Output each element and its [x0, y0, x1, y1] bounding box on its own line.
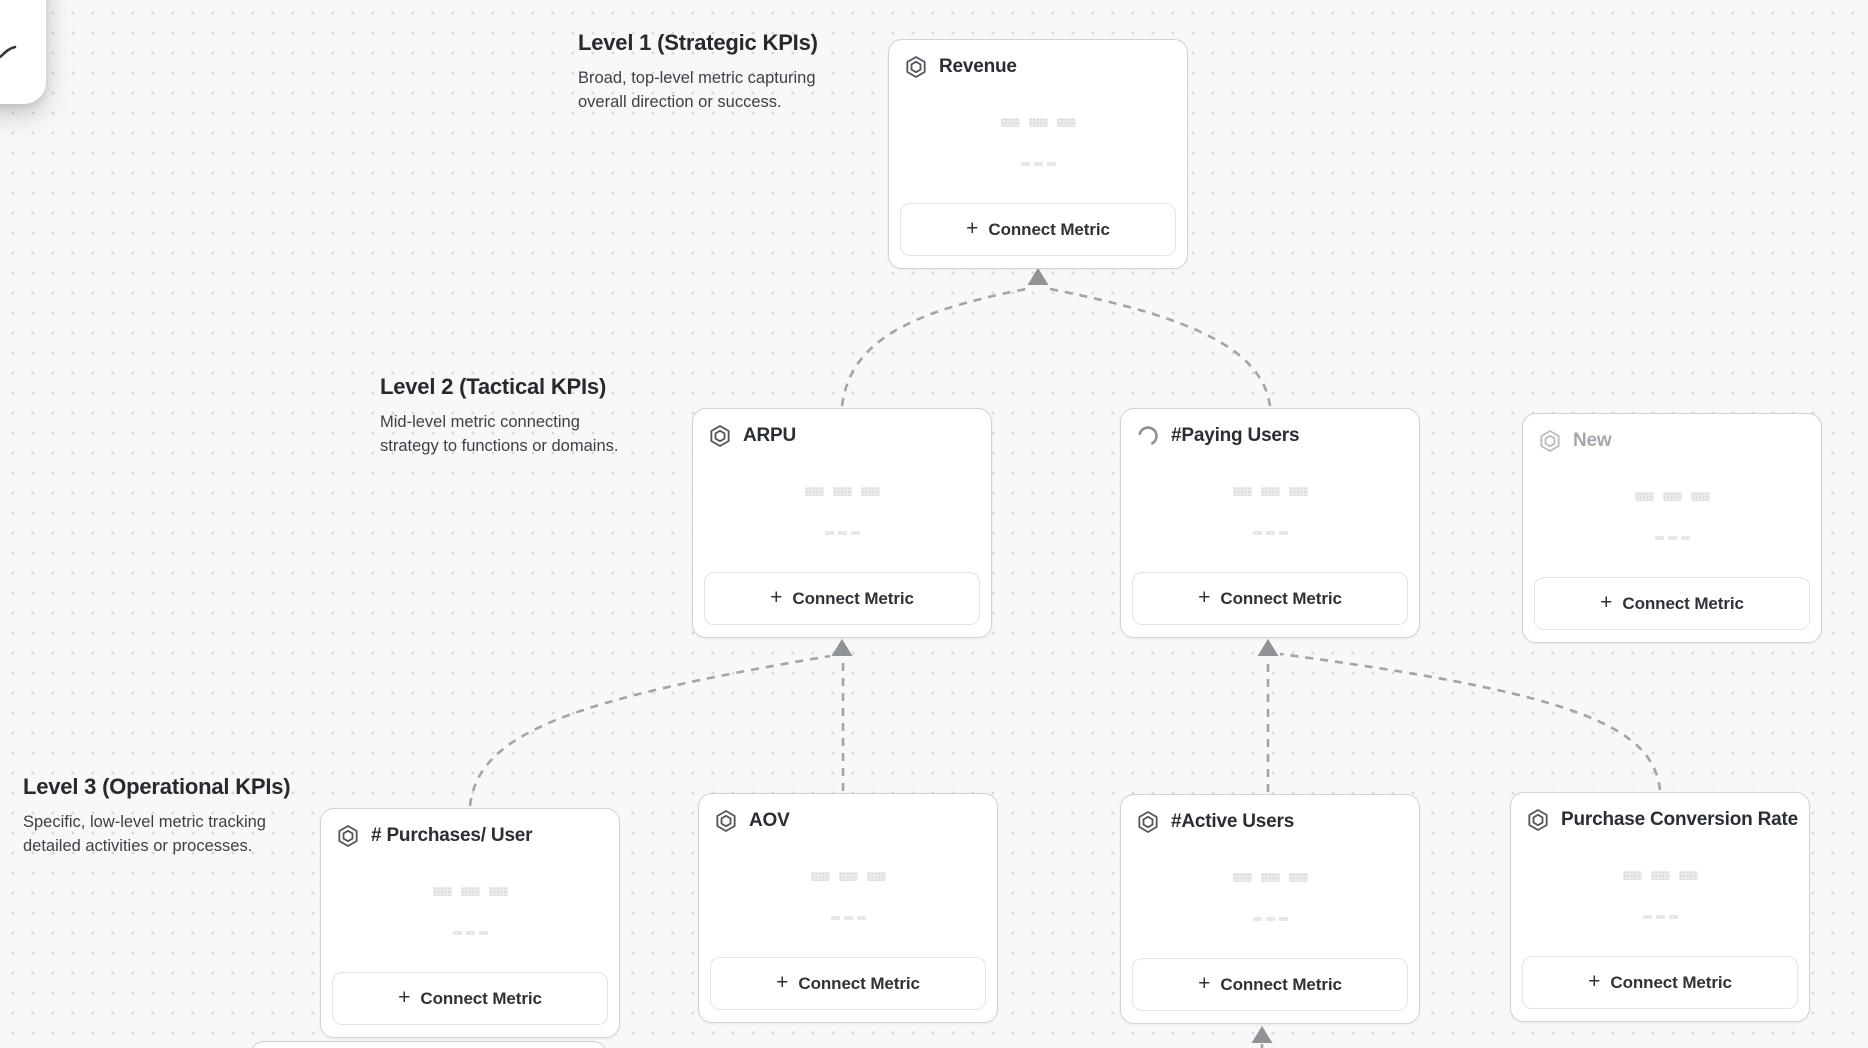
connect-metric-label: Connect Metric: [798, 973, 920, 993]
metric-card-paying-users[interactable]: #Paying Users + Connect Metric: [1120, 408, 1420, 638]
plus-icon: +: [1198, 586, 1211, 609]
metric-card-title: ARPU: [743, 425, 797, 446]
level-2-header: Level 2 (Tactical KPIs) Mid-level metric…: [380, 374, 628, 459]
skeleton-dash-row: [693, 531, 991, 535]
hexagon-icon: [338, 825, 358, 847]
skeleton-bar-row: [1121, 487, 1419, 496]
metric-card-active-users[interactable]: #Active Users + Connect Metric: [1120, 794, 1420, 1024]
skeleton-bar-row: [1523, 492, 1821, 501]
connect-metric-label: Connect Metric: [1610, 972, 1732, 992]
arrowhead-into-arpu: [831, 639, 853, 656]
skeleton-dash-row: [321, 931, 619, 935]
metric-card-arpu[interactable]: ARPU + Connect Metric: [692, 408, 992, 638]
connect-metric-button[interactable]: + Connect Metric: [1522, 956, 1798, 1009]
metric-card-partial[interactable]: [250, 1041, 607, 1048]
connect-metric-label: Connect Metric: [1220, 974, 1342, 994]
metric-card-title: #Active Users: [1171, 811, 1295, 832]
edge-paying-users-to-revenue: [1049, 287, 1272, 407]
plus-icon: +: [1600, 591, 1613, 614]
card-header: # Purchases/ User: [321, 809, 619, 848]
card-header: #Active Users: [1121, 795, 1419, 834]
hexagon-icon: [716, 810, 736, 832]
plus-icon: +: [1588, 970, 1601, 993]
plus-icon: +: [398, 986, 411, 1009]
edge-pcr-to-paying-users: [1279, 652, 1662, 791]
card-header: Purchase Conversion Rate: [1511, 793, 1809, 832]
hexagon-icon: [906, 56, 926, 78]
connect-metric-button[interactable]: + Connect Metric: [1132, 572, 1408, 625]
metric-card-title: New: [1573, 430, 1612, 451]
plus-icon: +: [770, 586, 783, 609]
plus-icon: +: [776, 971, 789, 994]
skeleton-bar-row: [699, 872, 997, 881]
card-header: Revenue: [889, 40, 1187, 79]
plus-icon: +: [1198, 972, 1211, 995]
level-3-header: Level 3 (Operational KPIs) Specific, low…: [23, 774, 323, 859]
skeleton-dash-row: [1121, 917, 1419, 921]
level-2-description: Mid-level metric connecting strategy to …: [380, 413, 619, 455]
level-1-title: Level 1 (Strategic KPIs): [578, 30, 818, 55]
connect-metric-label: Connect Metric: [988, 219, 1110, 239]
skeleton-dash-row: [1523, 536, 1821, 540]
card-header: AOV: [699, 794, 997, 833]
metric-card-title: AOV: [749, 810, 790, 831]
skeleton-bar-row: [1511, 871, 1809, 880]
metric-card-title: #Paying Users: [1171, 425, 1300, 446]
metric-card-aov[interactable]: AOV + Connect Metric: [698, 793, 998, 1023]
skeleton-dash-row: [1121, 531, 1419, 535]
hexagon-icon: [1540, 430, 1560, 452]
level-1-header: Level 1 (Strategic KPIs) Broad, top-leve…: [578, 30, 854, 115]
metric-card-title: # Purchases/ User: [371, 825, 533, 846]
hexagon-icon: [1138, 811, 1158, 833]
connect-metric-label: Connect Metric: [792, 588, 914, 608]
connect-metric-label: Connect Metric: [1622, 593, 1744, 613]
skeleton-dash-row: [699, 916, 997, 920]
card-header: New: [1523, 414, 1821, 453]
toolbar-panel[interactable]: [0, 0, 46, 104]
level-3-description: Specific, low-level metric tracking deta…: [23, 813, 266, 855]
plus-icon: +: [966, 217, 979, 240]
skeleton-bar-row: [889, 118, 1187, 127]
connect-metric-button[interactable]: + Connect Metric: [1132, 958, 1408, 1011]
edge-arpu-to-revenue: [840, 287, 1027, 407]
spinner-icon: [1138, 426, 1158, 445]
connect-metric-button[interactable]: + Connect Metric: [332, 972, 608, 1025]
connect-metric-label: Connect Metric: [1220, 588, 1342, 608]
metric-card-purchases-per-user[interactable]: # Purchases/ User + Connect Metric: [320, 808, 620, 1038]
arrowhead-into-paying-users: [1257, 639, 1279, 656]
skeleton-bar-row: [321, 887, 619, 896]
skeleton-dash-row: [1511, 915, 1809, 919]
connect-metric-button[interactable]: + Connect Metric: [900, 203, 1176, 256]
skeleton-bar-row: [1121, 873, 1419, 882]
skeleton-bar-row: [693, 487, 991, 496]
metric-card-new[interactable]: New + Connect Metric: [1522, 413, 1822, 643]
edge-purchases-to-arpu: [468, 654, 831, 807]
skeleton-dash-row: [889, 162, 1187, 166]
metric-card-revenue[interactable]: Revenue + Connect Metric: [888, 39, 1188, 269]
arrowhead-into-active-users: [1251, 1026, 1273, 1043]
panel-glyph-icon: [0, 45, 17, 59]
hexagon-icon: [710, 425, 730, 447]
connect-metric-button[interactable]: + Connect Metric: [1534, 577, 1810, 630]
metric-card-title: Purchase Conversion Rate: [1561, 809, 1799, 830]
connect-metric-button[interactable]: + Connect Metric: [704, 572, 980, 625]
card-header: ARPU: [693, 409, 991, 448]
level-1-description: Broad, top-level metric capturing overal…: [578, 69, 816, 111]
level-3-title: Level 3 (Operational KPIs): [23, 774, 291, 799]
metric-card-purchase-conversion-rate[interactable]: Purchase Conversion Rate + Connect Metri…: [1510, 792, 1810, 1022]
card-header: #Paying Users: [1121, 409, 1419, 448]
metric-card-title: Revenue: [939, 56, 1017, 77]
arrowhead-into-revenue: [1027, 268, 1049, 285]
level-2-title: Level 2 (Tactical KPIs): [380, 374, 607, 399]
connect-metric-label: Connect Metric: [420, 988, 542, 1008]
connect-metric-button[interactable]: + Connect Metric: [710, 957, 986, 1010]
hexagon-icon: [1528, 809, 1548, 831]
